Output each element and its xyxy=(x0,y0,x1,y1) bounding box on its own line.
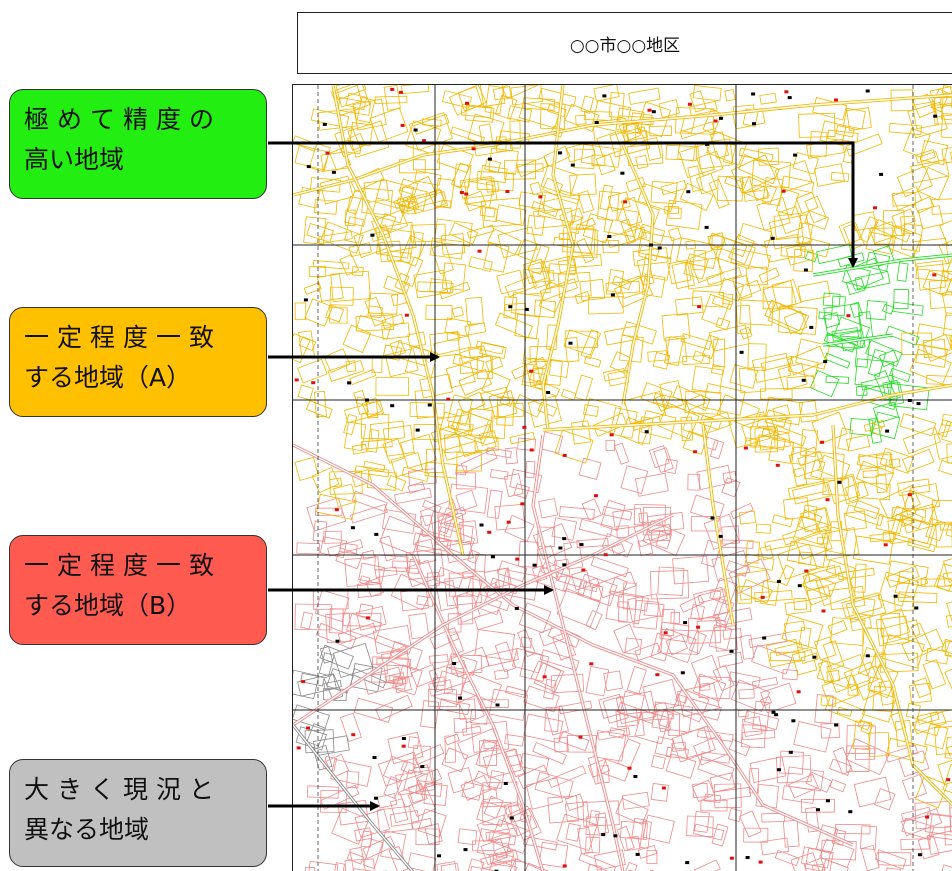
legend-differs-from-current-line2: 異なる地域 xyxy=(24,815,150,844)
parcel-lines xyxy=(293,85,952,871)
legend-high-accuracy-line2: 高い地域 xyxy=(24,145,125,174)
cadastral-map[interactable] xyxy=(292,84,952,871)
legend-partial-match-b: 一定程度一致 する地域（B） xyxy=(9,535,267,645)
legend-high-accuracy: 極めて精度の 高い地域 xyxy=(9,89,267,199)
legend-partial-match-a: 一定程度一致 する地域（A） xyxy=(9,307,267,417)
legend-partial-match-a-line2: する地域（A） xyxy=(24,363,192,392)
legend-partial-match-a-line1: 一定程度一致 xyxy=(24,323,223,352)
legend-differs-from-current-line1: 大きく現況と xyxy=(24,775,223,804)
cadastral-map-canvas xyxy=(293,85,952,871)
legend-differs-from-current: 大きく現況と 異なる地域 xyxy=(9,759,267,867)
map-title: ○○市○○地区 xyxy=(297,12,952,74)
legend-partial-match-b-line2: する地域（B） xyxy=(24,591,192,620)
legend-high-accuracy-line1: 極めて精度の xyxy=(24,105,223,134)
legend-partial-match-b-line1: 一定程度一致 xyxy=(24,551,223,580)
